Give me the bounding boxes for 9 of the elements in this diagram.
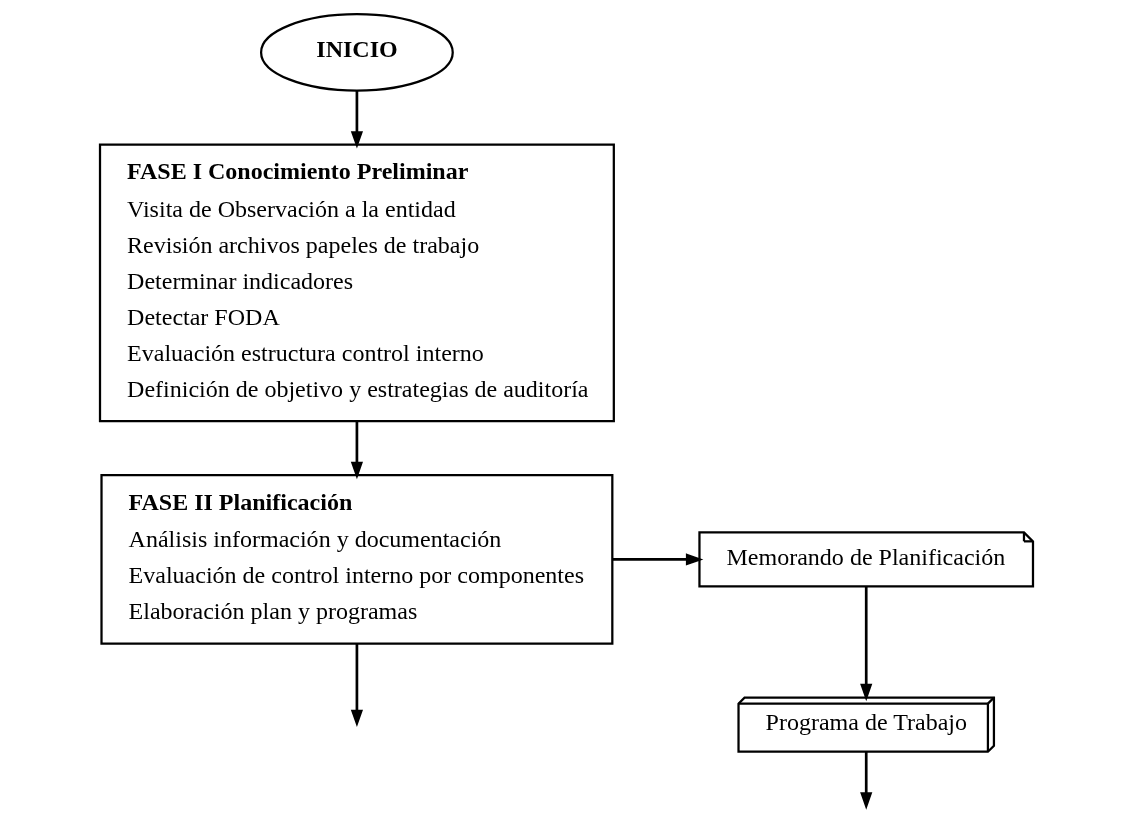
node-box: FASE II Planificación Análisis información y documentación Evaluación de control interno por componentes Elaboración plan y programas [100,474,614,645]
arrow [350,643,364,728]
node-box: FASE I Conocimiento Preliminar Visita de Observación a la entidad Revisión archivos papeles de trabajo Determinar indicadores Detectar FODA Evaluación estructura control interno Definición de objetivo y estrategias de auditoría [98,143,615,423]
arrow [860,751,873,810]
arrow [350,421,364,480]
node-ellipse: INICIO [259,13,454,92]
arrow [612,553,704,566]
arrow [860,586,873,702]
arrow [350,90,364,149]
